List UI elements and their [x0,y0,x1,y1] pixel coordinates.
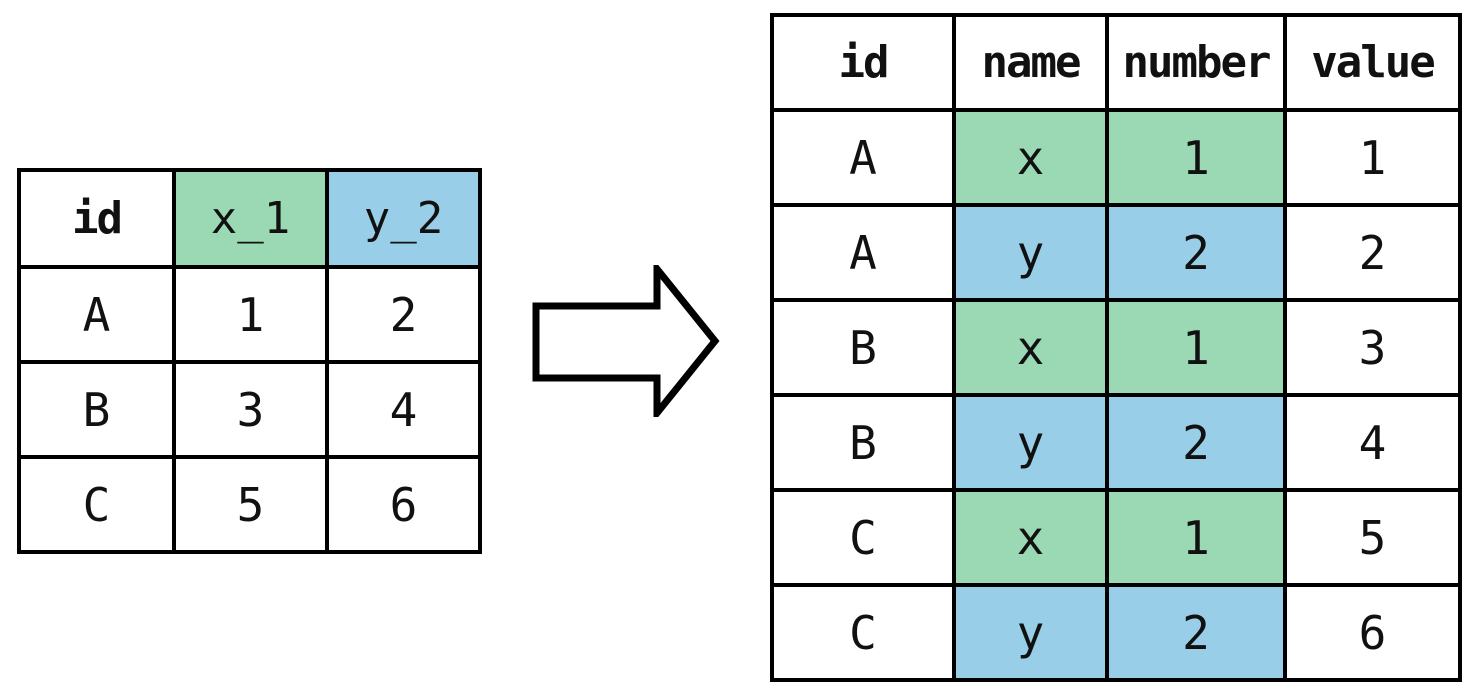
table-cell: 6 [325,455,482,554]
table-row: C 5 6 [17,455,482,554]
table-cell: C [17,455,176,554]
table-cell: 2 [1105,203,1287,302]
long-header-name: name [952,13,1109,112]
wide-table: id x_1 y_2 A 1 2 B 3 4 C 5 6 [17,168,482,554]
table-cell: B [770,298,956,397]
table-row: A 1 2 [17,265,482,364]
table-row: C y 2 6 [770,583,1462,682]
table-row: B y 2 4 [770,393,1462,492]
long-table-header-row: id name number value [770,13,1462,112]
long-header-number: number [1105,13,1287,112]
table-cell: A [770,108,956,207]
table-cell: x [952,488,1109,587]
table-cell: 2 [1283,203,1462,302]
table-cell: 3 [1283,298,1462,397]
table-cell: A [17,265,176,364]
table-cell: C [770,583,956,682]
table-row: A y 2 2 [770,203,1462,302]
table-cell: x [952,108,1109,207]
table-cell: y [952,203,1109,302]
table-cell: 1 [1105,108,1287,207]
wide-header-y2: y_2 [325,168,482,269]
table-cell: y [952,583,1109,682]
table-cell: 2 [1105,583,1287,682]
table-cell: 4 [325,360,482,459]
table-cell: 3 [172,360,329,459]
table-row: B x 1 3 [770,298,1462,397]
long-header-id: id [770,13,956,112]
table-cell: B [17,360,176,459]
table-cell: x [952,298,1109,397]
table-cell: 6 [1283,583,1462,682]
table-cell: 4 [1283,393,1462,492]
right-arrow-icon [532,259,720,423]
table-cell: 1 [1283,108,1462,207]
transform-arrow [532,259,720,423]
wide-header-id: id [17,168,176,269]
table-cell: 2 [1105,393,1287,492]
wide-table-header-row: id x_1 y_2 [17,168,482,269]
table-cell: B [770,393,956,492]
long-table: id name number value A x 1 1 A y 2 2 B x… [770,13,1462,682]
table-cell: 5 [1283,488,1462,587]
table-cell: C [770,488,956,587]
long-header-value: value [1283,13,1462,112]
wide-header-x1: x_1 [172,168,329,269]
table-cell: A [770,203,956,302]
table-cell: y [952,393,1109,492]
table-row: C x 1 5 [770,488,1462,587]
table-cell: 2 [325,265,482,364]
table-cell: 5 [172,455,329,554]
table-cell: 1 [1105,488,1287,587]
table-row: B 3 4 [17,360,482,459]
table-cell: 1 [172,265,329,364]
table-cell: 1 [1105,298,1287,397]
table-row: A x 1 1 [770,108,1462,207]
